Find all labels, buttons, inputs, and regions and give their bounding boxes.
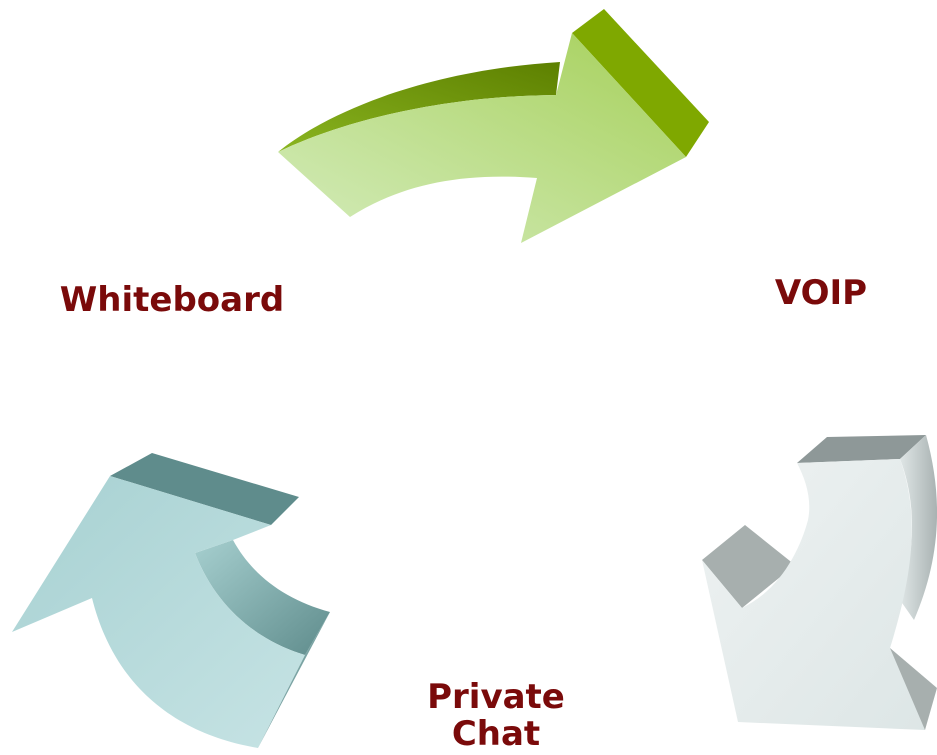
gray-arrow-icon	[702, 435, 937, 730]
whiteboard-label: Whiteboard	[58, 280, 286, 320]
voip-label: VOIP	[766, 273, 876, 313]
private-chat-label-line1: Private	[427, 677, 565, 717]
whiteboard-label-text: Whiteboard	[59, 280, 285, 320]
teal-arrow-icon	[12, 453, 330, 748]
private-chat-label: Private Chat	[420, 679, 572, 753]
private-chat-label-line2: Chat	[451, 714, 541, 754]
voip-label-text: VOIP	[774, 273, 868, 313]
green-arrow-icon	[278, 9, 709, 243]
